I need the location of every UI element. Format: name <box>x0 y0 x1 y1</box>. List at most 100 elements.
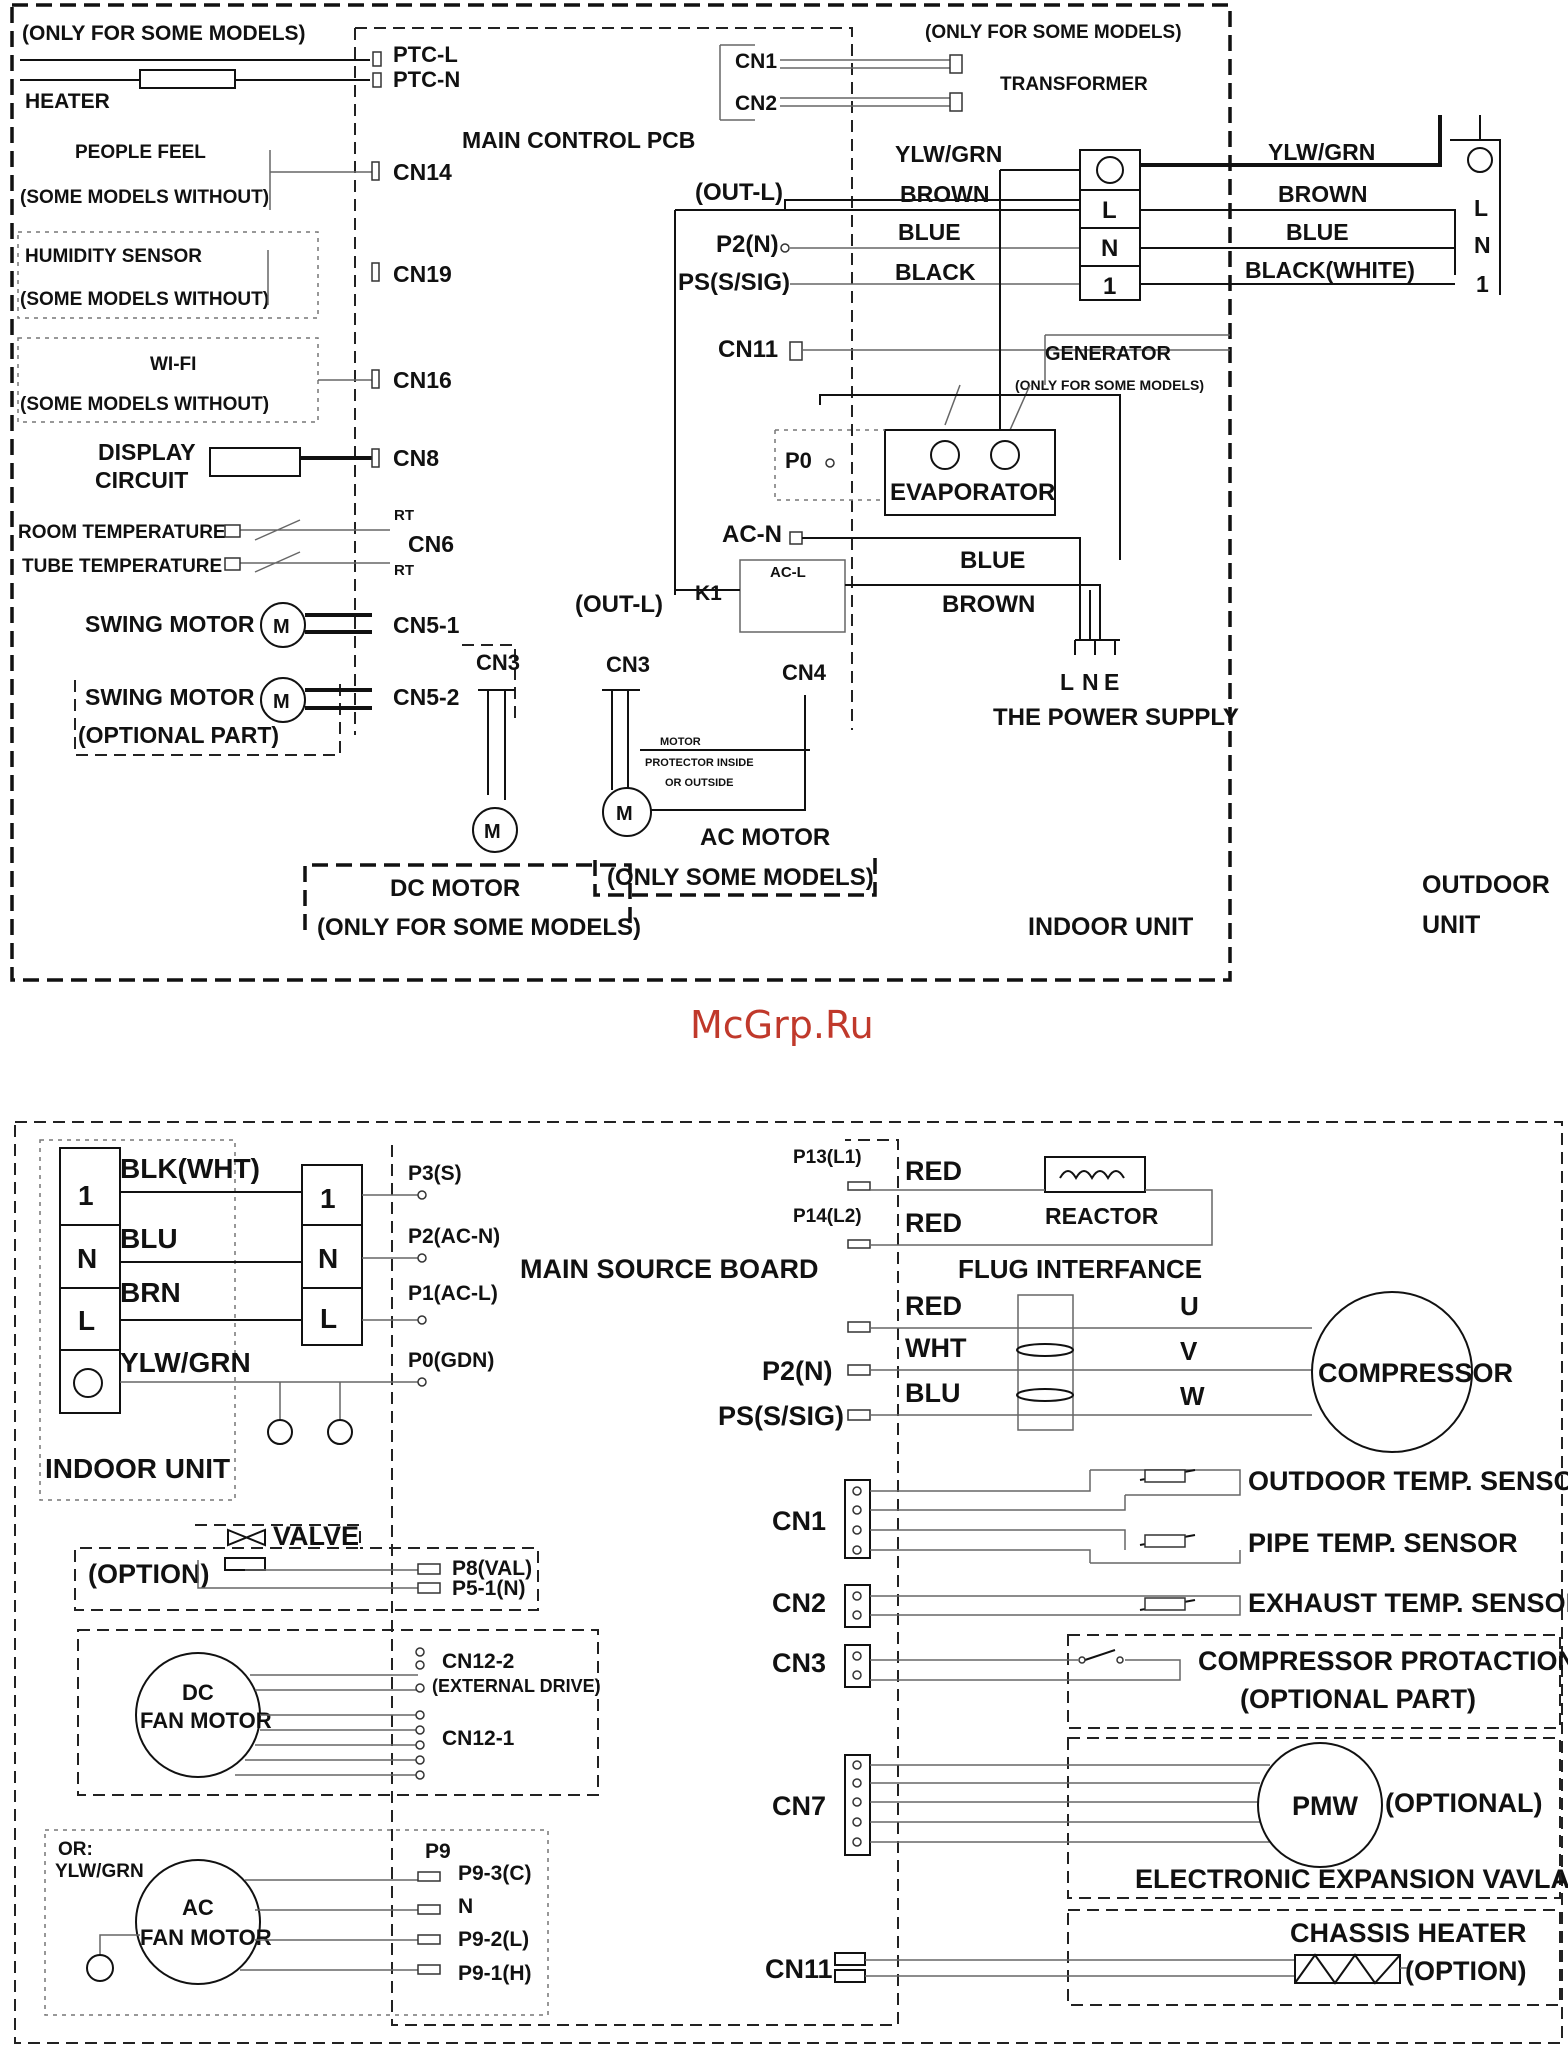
ac-fan-label-2: FAN MOTOR <box>140 1925 272 1950</box>
cn3-ac-label: CN3 <box>606 652 650 677</box>
option-label: (OPTION) <box>88 1559 210 1589</box>
swing-motor-1-m: M <box>273 616 290 638</box>
indoor-unit-label: INDOOR UNIT <box>1028 913 1193 941</box>
ps-bottom-label: PS(S/SIG) <box>718 1401 844 1431</box>
blu-w-wire: BLU <box>905 1378 961 1408</box>
valve-label: VALVE <box>273 1521 359 1551</box>
ptc-l-label: PTC-L <box>393 42 458 67</box>
wifi-label: WI-FI <box>150 354 196 375</box>
chassis-heater-element <box>1294 1954 1401 1984</box>
wht-v-wire: WHT <box>905 1333 967 1363</box>
display-label-1: DISPLAY <box>98 439 196 465</box>
room-temp-sensor <box>224 524 241 538</box>
dc-fan-label-1: DC <box>182 1680 214 1705</box>
term-l: L <box>320 1303 337 1334</box>
ac-motor-m: M <box>616 803 633 825</box>
wire-brown-right: BROWN <box>1278 181 1367 207</box>
cn16-pin <box>371 369 380 389</box>
cn3-label: CN3 <box>772 1648 826 1678</box>
outdoor-wiring-diagram: 1 N L BLK(WHT) BLU BRN YLW/GRN INDOOR UN… <box>14 1121 1568 2044</box>
k1-label: K1 <box>695 582 722 605</box>
transformer-primary <box>949 54 963 74</box>
wire-ylwgrn: YLW/GRN <box>895 141 1002 167</box>
cn19-pin <box>371 262 380 282</box>
compressor-label: COMPRESSOR <box>1318 1358 1513 1388</box>
p3-label: P3(S) <box>408 1162 462 1185</box>
swing-motor-2-label: SWING MOTOR <box>85 684 255 710</box>
cn2-label: CN2 <box>772 1588 826 1618</box>
ac-motor-label: AC MOTOR <box>700 824 830 851</box>
outdoor-term-l: L <box>1474 195 1488 221</box>
cn11-label: CN11 <box>765 1954 833 1984</box>
ac-fan-label-1: AC <box>182 1895 214 1920</box>
heater-element <box>139 69 236 89</box>
cn14-label: CN14 <box>393 159 452 185</box>
p2n-bottom-label: P2(N) <box>762 1356 833 1386</box>
display-box <box>209 447 301 477</box>
cn7-label: CN7 <box>772 1791 826 1821</box>
swing-motor-2 <box>260 677 306 723</box>
indoor-bottom-l: L <box>78 1305 95 1336</box>
main-source-board-label: MAIN SOURCE BOARD <box>520 1254 819 1284</box>
outdoor-unit-label-2: UNIT <box>1422 911 1480 939</box>
wire-blue-right: BLUE <box>1286 219 1349 245</box>
cn11-pin-a <box>834 1952 866 1966</box>
w-label: W <box>1180 1381 1205 1411</box>
dc-motor-m: M <box>484 821 501 843</box>
p9-1-label: P9-1(H) <box>458 1962 532 1985</box>
wire-black: BLACK <box>895 259 976 285</box>
wire-blu: BLU <box>120 1223 178 1254</box>
cn6-rt-bottom: RT <box>394 562 414 579</box>
humidity-note: (SOME MODELS WITHOUT) <box>20 289 269 310</box>
chassis-option-label: (OPTION) <box>1405 1956 1527 1986</box>
or-ylwgrn-label: YLW/GRN <box>55 1861 144 1882</box>
cn12-2-label: CN12-2 <box>442 1650 514 1673</box>
heater-label: HEATER <box>25 90 110 113</box>
outdoor-terminal-block <box>301 1164 363 1346</box>
people-feel-note: (SOME MODELS WITHOUT) <box>20 187 269 208</box>
power-l: L <box>1060 669 1074 695</box>
indoor-terminal-block <box>1079 149 1141 301</box>
cn1-label: CN1 <box>772 1506 826 1536</box>
wire-brown: BROWN <box>900 181 989 207</box>
cn14-pin <box>371 161 380 181</box>
out-l-label: (OUT-L) <box>695 179 783 206</box>
ac-motor <box>602 787 652 837</box>
heater-note: (ONLY FOR SOME MODELS) <box>22 22 306 45</box>
cn5-2-label: CN5-2 <box>393 684 459 710</box>
ac-n-label: AC-N <box>722 521 782 548</box>
motor-protector-2: PROTECTOR INSIDE <box>645 757 754 769</box>
out-l-bottom-label: (OUT-L) <box>575 591 663 618</box>
ac-motor-note: (ONLY SOME MODELS) <box>607 864 874 891</box>
ac-l-brown: BROWN <box>942 591 1035 618</box>
cn3-connector <box>844 1644 871 1688</box>
transformer-note: (ONLY FOR SOME MODELS) <box>925 22 1182 43</box>
chassis-heater-label: CHASSIS HEATER <box>1290 1918 1527 1948</box>
cn16-label: CN16 <box>393 367 452 393</box>
dc-motor-label: DC MOTOR <box>390 875 520 902</box>
generator-note: (ONLY FOR SOME MODELS) <box>1015 377 1204 393</box>
cn8-label: CN8 <box>393 445 439 471</box>
eev-label: ELECTRONIC EXPANSION VAVLA <box>1135 1864 1568 1894</box>
red-wire-1: RED <box>905 1156 962 1186</box>
p9-label: P9 <box>425 1840 451 1863</box>
pmw-label: PMW <box>1292 1791 1359 1821</box>
swing-motor-1-label: SWING MOTOR <box>85 611 255 637</box>
or-label: OR: <box>58 1839 93 1860</box>
optional-label: (OPTIONAL) <box>1385 1788 1542 1818</box>
p0-label: P0 <box>785 448 812 473</box>
reactor-label: REACTOR <box>1045 1203 1159 1229</box>
red-u-wire: RED <box>905 1291 962 1321</box>
tube-temp-label: TUBE TEMPERATURE <box>22 556 222 577</box>
transformer-secondary <box>949 92 963 112</box>
wire-ylw-grn: YLW/GRN <box>120 1347 251 1378</box>
motor-protector-1: MOTOR <box>660 736 701 748</box>
ac-l-label: AC-L <box>770 564 806 581</box>
indoor-terminal-l: L <box>1102 197 1117 224</box>
comp-protection-label-1: COMPRESSOR PROTACTION <box>1198 1646 1568 1676</box>
p9-3-label: P9-3(C) <box>458 1862 532 1885</box>
term-1: 1 <box>320 1183 336 1214</box>
wifi-note: (SOME MODELS WITHOUT) <box>20 394 269 415</box>
display-label-2: CIRCUIT <box>95 467 188 493</box>
